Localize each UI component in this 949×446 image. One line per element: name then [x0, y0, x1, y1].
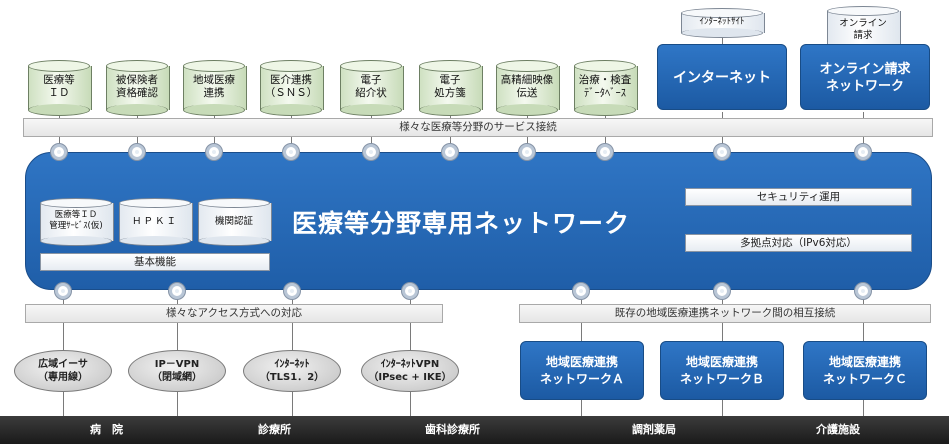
interconnect-bar: 既存の地域医療連携ネットワーク間の相互接続 [519, 304, 931, 323]
connector-line [177, 392, 178, 416]
connector-node [51, 144, 67, 160]
basic-functions-bar: 基本機能 [40, 253, 270, 271]
connector-node [714, 283, 730, 299]
medical-id-management-cylinder: 医療等ＩＤ 管理ｻｰﾋﾞｽ(仮) [40, 198, 114, 246]
connector-node [283, 144, 299, 160]
connector-node [169, 283, 185, 299]
service-label: 医介連携 （ＳＮＳ） [264, 74, 318, 99]
facility-label: 歯科診療所 [425, 423, 480, 436]
service-label: 電子 紹介状 [355, 74, 387, 99]
connector-node [597, 144, 613, 160]
security-operations-bar: セキュリティ運用 [685, 188, 912, 206]
connector-line [722, 400, 723, 416]
internet-site-label: ｲﾝﾀｰﾈｯﾄｻｲﾄ [699, 17, 745, 27]
regional-network-a-box: 地域医療連携 ネットワークＡ [520, 341, 644, 400]
connector-node [284, 283, 300, 299]
service-cylinder: 高精細映像 伝送 [496, 60, 560, 116]
basic-item-label: 医療等ＩＤ 管理ｻｰﾋﾞｽ(仮) [49, 210, 103, 231]
service-label: 被保険者 資格確認 [116, 74, 158, 99]
service-cylinder: 被保険者 資格確認 [106, 60, 170, 116]
connector-node [129, 144, 145, 160]
service-cylinder: 電子 処方箋 [419, 60, 483, 116]
service-label: 高精細映像 伝送 [500, 74, 554, 99]
internet-tls-ellipse: ｲﾝﾀｰﾈｯﾄ （TLS1．2） [243, 350, 341, 392]
access-methods-bar: 様々なアクセス方式への対応 [25, 304, 443, 323]
service-cylinder: 治療・検査 ﾃﾞｰﾀﾍﾞｰｽ [574, 60, 638, 116]
connector-node [714, 144, 730, 160]
service-cylinder: 電子 紹介状 [340, 60, 404, 116]
connector-line [292, 392, 293, 416]
multipoint-bar: 多拠点対応（IPv6対応） [685, 234, 912, 252]
online-claims-box: オンライン請求 ネットワーク [800, 44, 930, 110]
service-label: 治療・検査 ﾃﾞｰﾀﾍﾞｰｽ [578, 74, 632, 99]
connector-node [442, 144, 458, 160]
service-connection-bar: 様々な医療等分野のサービス接続 [23, 118, 933, 137]
connector-node [855, 144, 871, 160]
facility-label: 調剤薬局 [632, 423, 676, 436]
basic-item-label: ＨＰＫＩ [131, 216, 178, 227]
basic-item-label: 機関認証 [214, 216, 253, 227]
connector-line [581, 400, 582, 416]
connector-node [519, 144, 535, 160]
service-label: 地域医療 連携 [193, 74, 235, 99]
connector-line [863, 400, 864, 416]
facility-label: 病 院 [90, 423, 123, 436]
connector-line [722, 36, 723, 46]
connector-node [855, 283, 871, 299]
service-label: 電子 処方箋 [434, 74, 466, 99]
wide-area-ethernet-ellipse: 広域イーサ （専用線） [14, 350, 112, 392]
connector-node [363, 144, 379, 160]
service-cylinder: 医療等 ＩＤ [28, 60, 92, 116]
hpki-cylinder: ＨＰＫＩ [119, 198, 193, 246]
facilities-bar: 病 院 診療所 歯科診療所 調剤薬局 介護施設 [0, 416, 949, 444]
service-label: 医療等 ＩＤ [43, 74, 75, 99]
connector-node [573, 283, 589, 299]
connector-line [410, 392, 411, 416]
regional-network-b-box: 地域医療連携 ネットワークＢ [660, 341, 784, 400]
ip-vpn-ellipse: IP－VPN （閉域網） [128, 350, 226, 392]
institution-auth-cylinder: 機関認証 [198, 198, 272, 246]
internet-vpn-ellipse: ｲﾝﾀｰﾈｯﾄVPN （IPsec + IKE） [361, 350, 459, 392]
connector-line [63, 392, 64, 416]
online-claims-cylinder-label: オンライン 請求 [839, 18, 887, 41]
regional-network-c-box: 地域医療連携 ネットワークＣ [803, 341, 927, 400]
service-cylinder: 医介連携 （ＳＮＳ） [260, 60, 324, 116]
facility-label: 診療所 [258, 423, 291, 436]
connector-node [402, 283, 418, 299]
internet-site-cylinder: ｲﾝﾀｰﾈｯﾄｻｲﾄ [681, 8, 765, 38]
connector-node [206, 144, 222, 160]
network-title: 医療等分野専用ネットワーク [292, 209, 631, 238]
facility-label: 介護施設 [816, 423, 860, 436]
internet-box: インターネット [657, 44, 787, 110]
service-cylinder: 地域医療 連携 [183, 60, 247, 116]
connector-node [55, 283, 71, 299]
